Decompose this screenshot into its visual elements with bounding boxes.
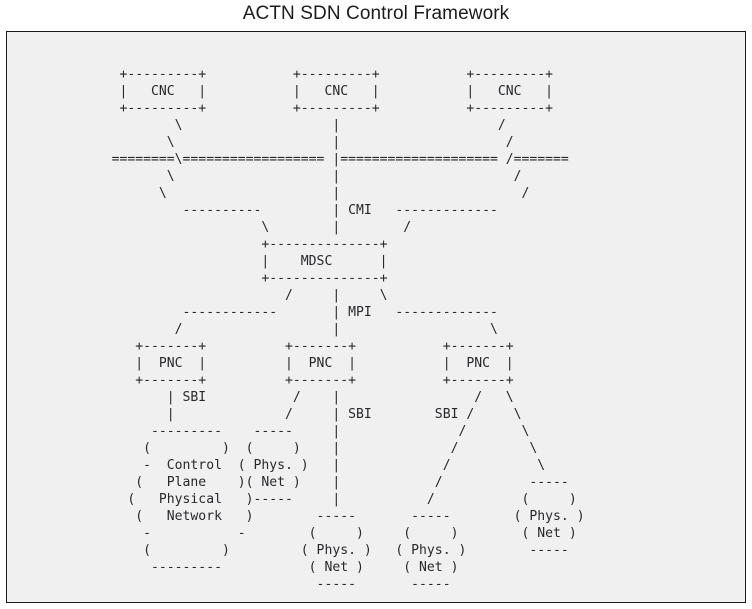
ascii-diagram: +---------+ +---------+ +---------+ | CN… (111, 67, 585, 592)
diagram-frame: +---------+ +---------+ +---------+ | CN… (6, 31, 746, 603)
page-title: ACTN SDN Control Framework (242, 3, 510, 24)
